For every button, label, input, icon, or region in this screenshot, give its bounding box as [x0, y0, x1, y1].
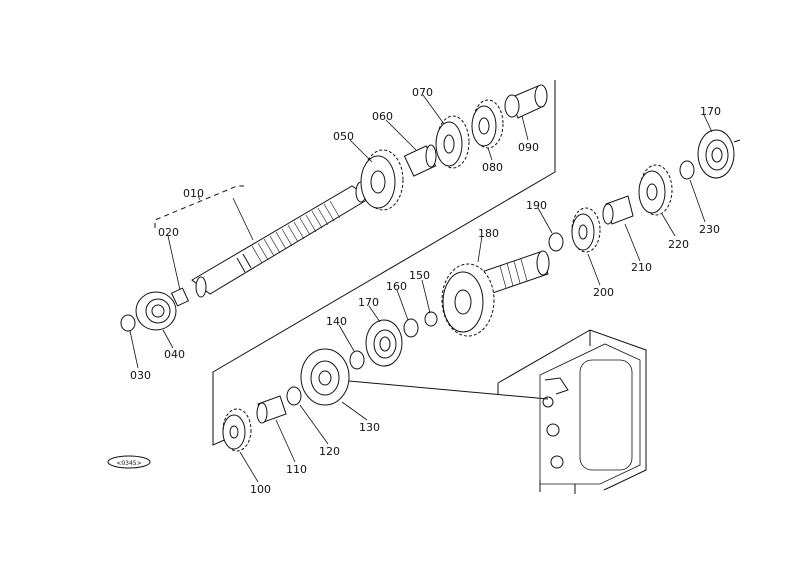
group-bracket	[212, 80, 556, 446]
label-170-right: 170	[700, 105, 721, 118]
ring-160	[403, 318, 419, 338]
ring-140	[349, 350, 365, 370]
ring-230	[679, 160, 695, 180]
label-160: 160	[386, 280, 407, 293]
label-100: 100	[250, 483, 271, 496]
bearing-170-right	[697, 129, 741, 179]
gear-050	[360, 149, 404, 211]
label-180: 180	[478, 227, 499, 240]
gear-200	[571, 207, 601, 253]
leader-lines	[129, 94, 713, 483]
label-150: 150	[409, 269, 430, 282]
label-220: 220	[668, 238, 689, 251]
main-shaft	[191, 181, 371, 298]
ring-030	[120, 314, 136, 332]
label-170-left: 170	[358, 296, 379, 309]
countershaft-180	[441, 250, 550, 337]
label-110: 110	[286, 463, 307, 476]
label-230: 230	[699, 223, 720, 236]
bearing-170-left	[365, 319, 403, 367]
gear-220	[638, 164, 673, 216]
collar-020	[170, 287, 190, 307]
sleeve-090	[504, 84, 548, 119]
label-030: 030	[130, 369, 151, 382]
label-080: 080	[482, 161, 503, 174]
label-210: 210	[631, 261, 652, 274]
label-040: 040	[164, 348, 185, 361]
sleeve-210	[602, 195, 634, 225]
label-020: 020	[158, 226, 179, 239]
shaft-bracket-010	[154, 185, 244, 228]
label-050: 050	[333, 130, 354, 143]
label-130: 130	[359, 421, 380, 434]
bearing-130	[300, 348, 549, 406]
washer-150	[424, 311, 438, 327]
bearing-040	[135, 291, 177, 331]
washer-190	[548, 232, 564, 252]
label-190: 190	[526, 199, 547, 212]
reference-stamp: <0345>	[107, 455, 151, 469]
gear-100	[222, 408, 252, 452]
stamp-text: <0345>	[116, 460, 141, 467]
label-120: 120	[319, 445, 340, 458]
spacer-060	[403, 144, 437, 177]
spline-section	[251, 200, 341, 264]
label-090: 090	[518, 141, 539, 154]
label-140: 140	[326, 315, 347, 328]
part-labels: 010 020 030 040 050 060 070 080 090 100 …	[130, 86, 721, 496]
sleeve-110	[256, 395, 287, 424]
label-200: 200	[593, 286, 614, 299]
gear-070	[435, 115, 470, 169]
housing	[497, 329, 647, 494]
label-010: 010	[183, 187, 204, 200]
ring-120	[286, 386, 302, 406]
gear-080	[471, 99, 504, 149]
label-060: 060	[372, 110, 393, 123]
label-070: 070	[412, 86, 433, 99]
